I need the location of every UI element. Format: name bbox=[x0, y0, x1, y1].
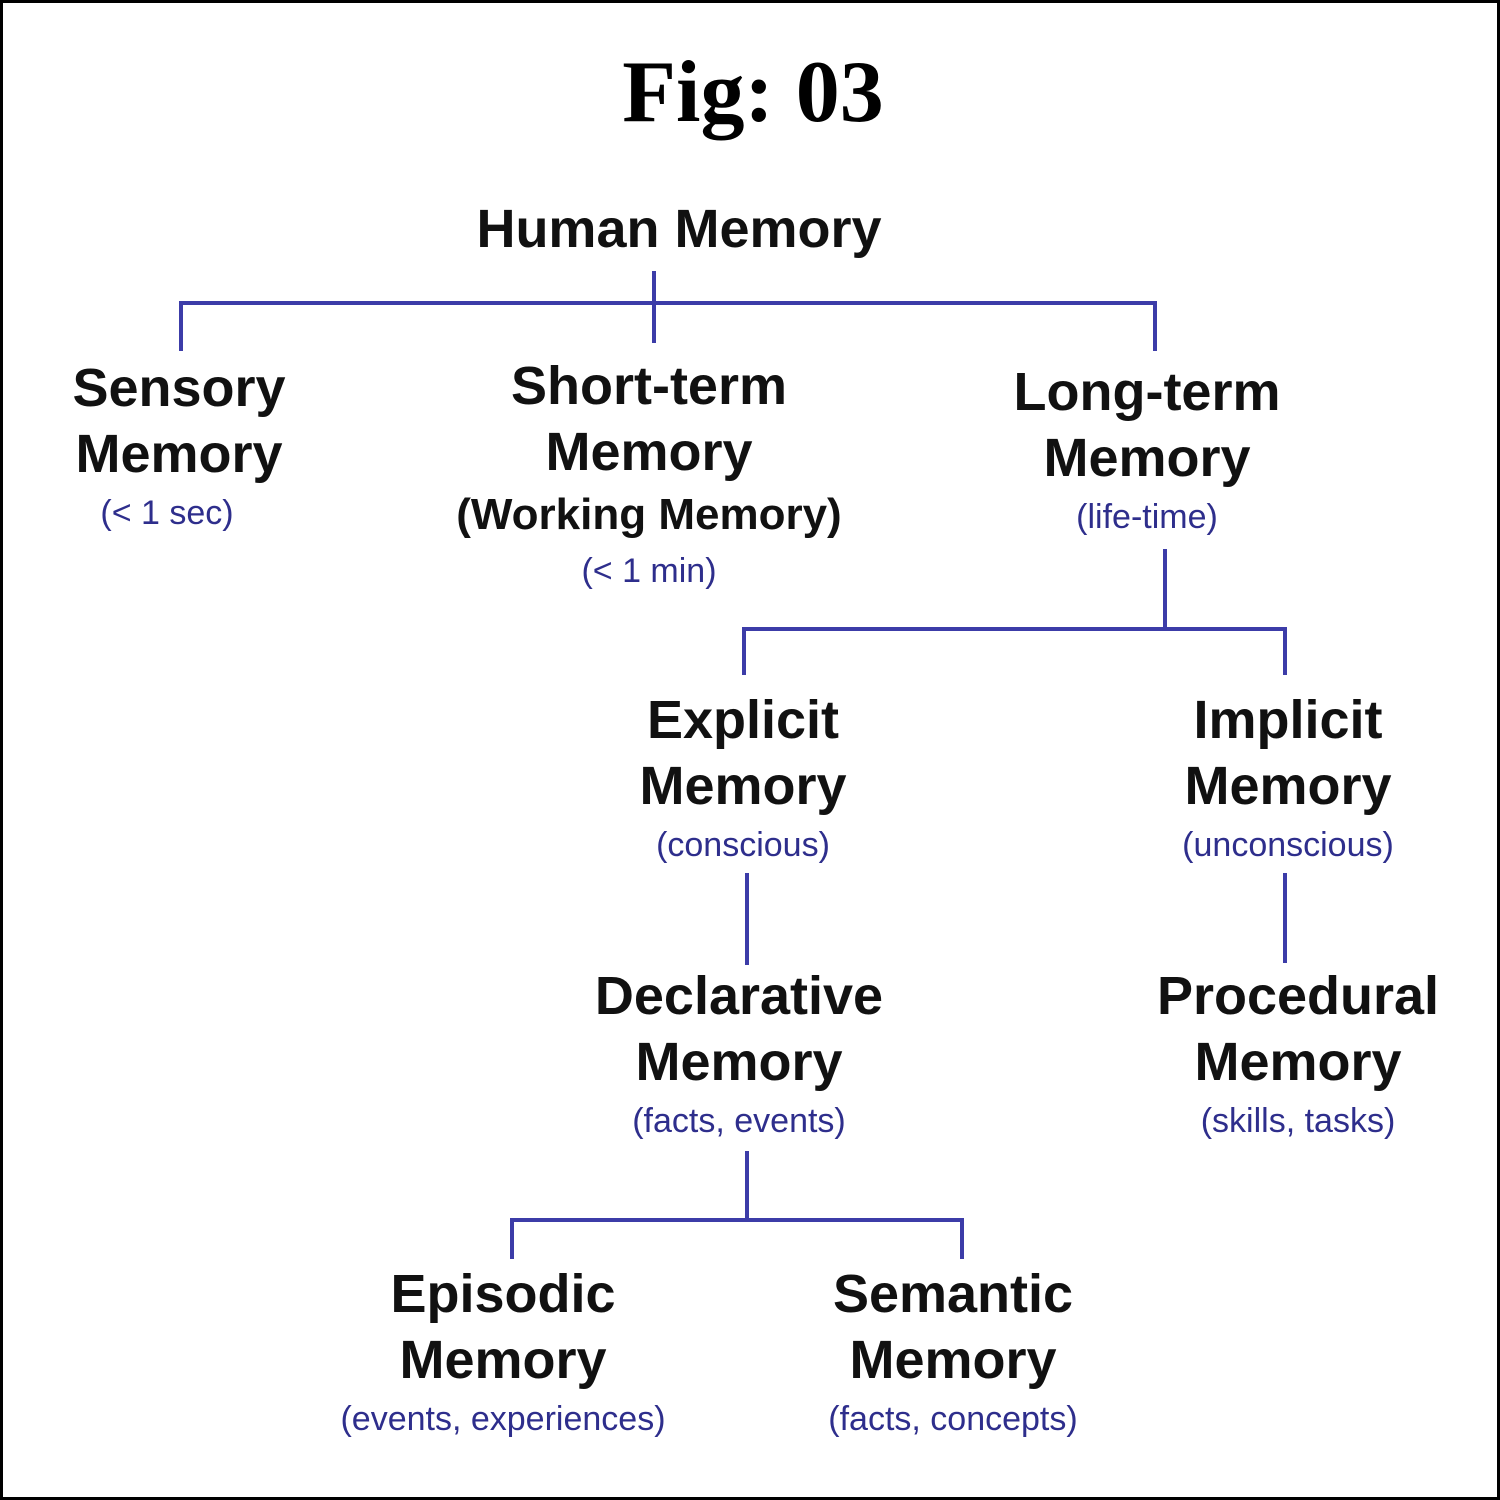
node-sensory-line1: Sensory bbox=[72, 358, 286, 418]
node-episodic-line1: Episodic bbox=[390, 1264, 616, 1324]
node-long-term-line1: Long-term bbox=[1013, 362, 1281, 422]
node-implicit-line2: Memory bbox=[1184, 756, 1392, 816]
node-declarative-line1: Declarative bbox=[594, 966, 884, 1026]
node-procedural-line1: Procedural bbox=[1156, 966, 1440, 1026]
node-short-term-memory: Short-term Memory (Working Memory) (< 1 … bbox=[419, 353, 879, 597]
node-long-term-note: (life-time) bbox=[1076, 498, 1218, 536]
node-procedural-note: (skills, tasks) bbox=[1200, 1102, 1396, 1140]
node-explicit-memory: Explicit Memory (conscious) bbox=[513, 687, 973, 871]
node-implicit-line1: Implicit bbox=[1193, 690, 1383, 750]
node-declarative-line2: Memory bbox=[635, 1032, 843, 1092]
node-implicit-note: (unconscious) bbox=[1182, 826, 1394, 864]
node-long-term-line2: Memory bbox=[1043, 428, 1251, 488]
node-procedural-memory: Procedural Memory (skills, tasks) bbox=[1068, 963, 1497, 1147]
figure-title: Fig: 03 bbox=[622, 44, 884, 141]
node-episodic-memory: Episodic Memory (events, experiences) bbox=[273, 1261, 733, 1445]
node-short-term-note: (< 1 min) bbox=[581, 552, 717, 590]
node-semantic-line2: Memory bbox=[849, 1330, 1057, 1390]
node-long-term-memory: Long-term Memory (life-time) bbox=[917, 359, 1377, 543]
node-implicit-memory: Implicit Memory (unconscious) bbox=[1058, 687, 1497, 871]
node-semantic-memory: Semantic Memory (facts, concepts) bbox=[723, 1261, 1183, 1445]
node-short-term-line1: Short-term bbox=[510, 356, 787, 416]
node-semantic-line1: Semantic bbox=[832, 1264, 1074, 1324]
node-sensory-line2: Memory bbox=[75, 424, 283, 484]
node-episodic-line2: Memory bbox=[399, 1330, 607, 1390]
node-explicit-line1: Explicit bbox=[646, 690, 840, 750]
node-declarative-memory: Declarative Memory (facts, events) bbox=[509, 963, 969, 1147]
node-short-term-line3: (Working Memory) bbox=[456, 490, 842, 539]
node-human-memory: Human Memory bbox=[449, 196, 909, 262]
node-short-term-line2: Memory bbox=[545, 422, 753, 482]
node-human-memory-label: Human Memory bbox=[476, 199, 882, 259]
node-semantic-note: (facts, concepts) bbox=[828, 1400, 1078, 1438]
node-episodic-note: (events, experiences) bbox=[340, 1400, 666, 1438]
node-explicit-line2: Memory bbox=[639, 756, 847, 816]
node-sensory-note: (< 1 sec) bbox=[100, 494, 234, 532]
node-explicit-note: (conscious) bbox=[656, 826, 830, 864]
node-procedural-line2: Memory bbox=[1194, 1032, 1402, 1092]
node-declarative-note: (facts, events) bbox=[632, 1102, 846, 1140]
node-sensory-memory: Sensory Memory (< 1 sec) bbox=[3, 355, 409, 539]
connector-lines bbox=[179, 271, 1287, 1259]
